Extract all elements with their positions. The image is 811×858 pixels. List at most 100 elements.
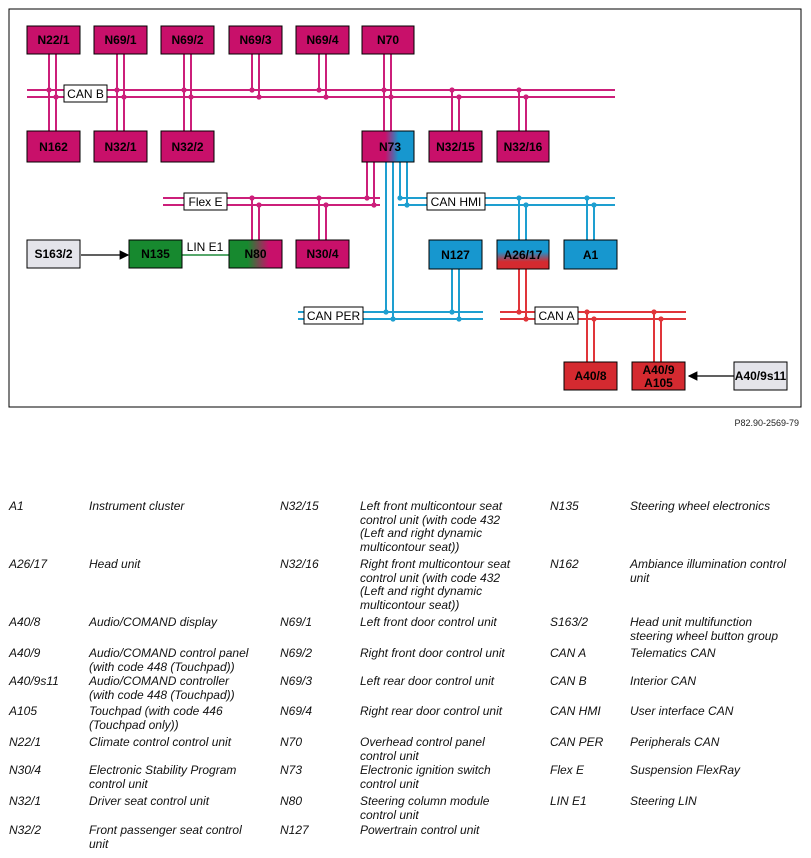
legend-code: LIN E1: [550, 794, 587, 808]
legend-description: Driver seat control unit: [89, 794, 210, 808]
node-n70-label: N70: [377, 33, 399, 47]
node-a40-9s11: A40/9s11: [733, 361, 788, 391]
can-per-label-text: CAN PER: [307, 309, 361, 323]
node-n162-label: N162: [39, 140, 68, 154]
can-a-label: CAN A: [534, 306, 579, 325]
node-a1-label: A1: [583, 248, 599, 262]
legend-description: Electronic Stability Program control uni…: [89, 763, 237, 791]
node-n69-2: N69/2: [160, 25, 215, 55]
legend-code: N135: [550, 499, 579, 513]
node-n69-1-label: N69/1: [104, 33, 136, 47]
legend-code: N80: [280, 794, 303, 808]
legend-code: A40/9: [9, 646, 41, 660]
flex-e-label-text: Flex E: [188, 195, 222, 209]
legend-code: CAN A: [550, 646, 587, 660]
legend-code: N69/4: [280, 704, 313, 718]
can-per-junctions: [383, 309, 462, 322]
node-a1: A1: [563, 239, 618, 270]
can-hmi-junctions: [397, 195, 597, 208]
node-n127-label: N127: [441, 248, 470, 262]
legend-description: Front passenger seat control unit: [89, 823, 242, 851]
can-per-label: CAN PER: [303, 306, 364, 325]
can-b-label-text: CAN B: [67, 87, 104, 101]
node-s163-2-label: S163/2: [34, 247, 72, 261]
diagram-frame: [8, 8, 802, 408]
node-n69-4: N69/4: [295, 25, 350, 55]
flex-e-junctions: [249, 195, 377, 208]
legend-code: N32/2: [9, 823, 42, 837]
legend-code: N73: [280, 763, 303, 777]
node-n30-4-label: N30/4: [306, 247, 338, 261]
legend-code: N32/1: [9, 794, 42, 808]
node-a40-9-label: A40/9: [642, 363, 674, 377]
network-topology-diagram: CAN B Flex E CAN HMI: [8, 8, 802, 408]
node-n32-16-label: N32/16: [504, 140, 543, 154]
legend-description: Left front multicontour seat control uni…: [360, 499, 503, 554]
legend-code: CAN B: [550, 674, 587, 688]
legend-code: N32/15: [280, 499, 319, 513]
legend-description: Left rear door control unit: [360, 674, 495, 688]
legend-code: N69/1: [280, 615, 313, 629]
node-n70: N70: [361, 25, 415, 55]
legend-description: Audio/COMAND display: [89, 615, 218, 629]
can-b-label: CAN B: [63, 84, 108, 103]
legend-description: Steering column module control unit: [360, 794, 490, 822]
legend-code: A105: [9, 704, 38, 718]
node-n22-1: N22/1: [26, 25, 81, 55]
lin-e1-label: LIN E1: [187, 240, 224, 254]
legend-code: N70: [280, 735, 303, 749]
can-b-junctions: [46, 87, 529, 100]
can-a-label-text: CAN A: [538, 309, 574, 323]
legend-description: Steering wheel electronics: [630, 499, 771, 513]
node-a105-label: A105: [644, 376, 673, 390]
legend-description: Telematics CAN: [630, 646, 716, 660]
legend-code: S163/2: [550, 615, 589, 629]
legend-code: Flex E: [550, 763, 585, 777]
node-s163-2: S163/2: [26, 239, 81, 269]
legend-description: Electronic ignition switch control unit: [360, 763, 491, 791]
legend-description: Powertrain control unit: [360, 823, 480, 837]
node-n32-2: N32/2: [160, 130, 215, 163]
node-n69-1: N69/1: [93, 25, 148, 55]
node-n32-1: N32/1: [93, 130, 148, 163]
node-n32-15: N32/15: [428, 130, 483, 163]
node-n69-3: N69/3: [228, 25, 283, 55]
node-a26-17-label: A26/17: [504, 248, 543, 262]
node-n32-16: N32/16: [496, 130, 550, 163]
legend-code: A26/17: [9, 557, 48, 571]
node-n32-2-label: N32/2: [171, 140, 203, 154]
node-n22-1-label: N22/1: [37, 33, 69, 47]
legend-code: CAN HMI: [550, 704, 601, 718]
node-n32-1-label: N32/1: [104, 140, 136, 154]
legend-description: Peripherals CAN: [630, 735, 720, 749]
legend-description: Suspension FlexRay: [630, 763, 741, 777]
can-a-junctions: [516, 309, 664, 322]
node-a40-8-label: A40/8: [574, 369, 606, 383]
legend-description: Right front door control unit: [360, 646, 505, 660]
figure-reference: P82.90-2569-79: [734, 418, 799, 428]
node-n69-4-label: N69/4: [306, 33, 338, 47]
can-hmi-label-text: CAN HMI: [431, 195, 482, 209]
can-b-stubs: [48, 54, 527, 131]
legend-code: N69/2: [280, 646, 313, 660]
legend-description: Steering LIN: [630, 794, 697, 808]
legend-code: A40/9s11: [9, 674, 59, 688]
legend-code: N30/4: [9, 763, 42, 777]
legend-code: N22/1: [9, 735, 42, 749]
legend-code: N32/16: [280, 557, 319, 571]
node-a40-9-a105: A40/9 A105: [631, 361, 686, 391]
legend-description: Overhead control panel control unit: [360, 735, 485, 763]
legend-code: N162: [550, 557, 579, 571]
legend-description: Right front multicontour seat control un…: [360, 557, 511, 612]
legend-description: Interior CAN: [630, 674, 697, 688]
legend-code: N69/3: [280, 674, 313, 688]
legend-code: N127: [280, 823, 309, 837]
node-n162: N162: [26, 130, 81, 163]
legend-description: Climate control control unit: [89, 735, 232, 749]
node-n80-label: N80: [244, 247, 266, 261]
node-n135-label: N135: [141, 247, 170, 261]
legend-code: A1: [9, 499, 24, 513]
legend-description: Head unit: [89, 557, 141, 571]
node-n69-3-label: N69/3: [239, 33, 271, 47]
